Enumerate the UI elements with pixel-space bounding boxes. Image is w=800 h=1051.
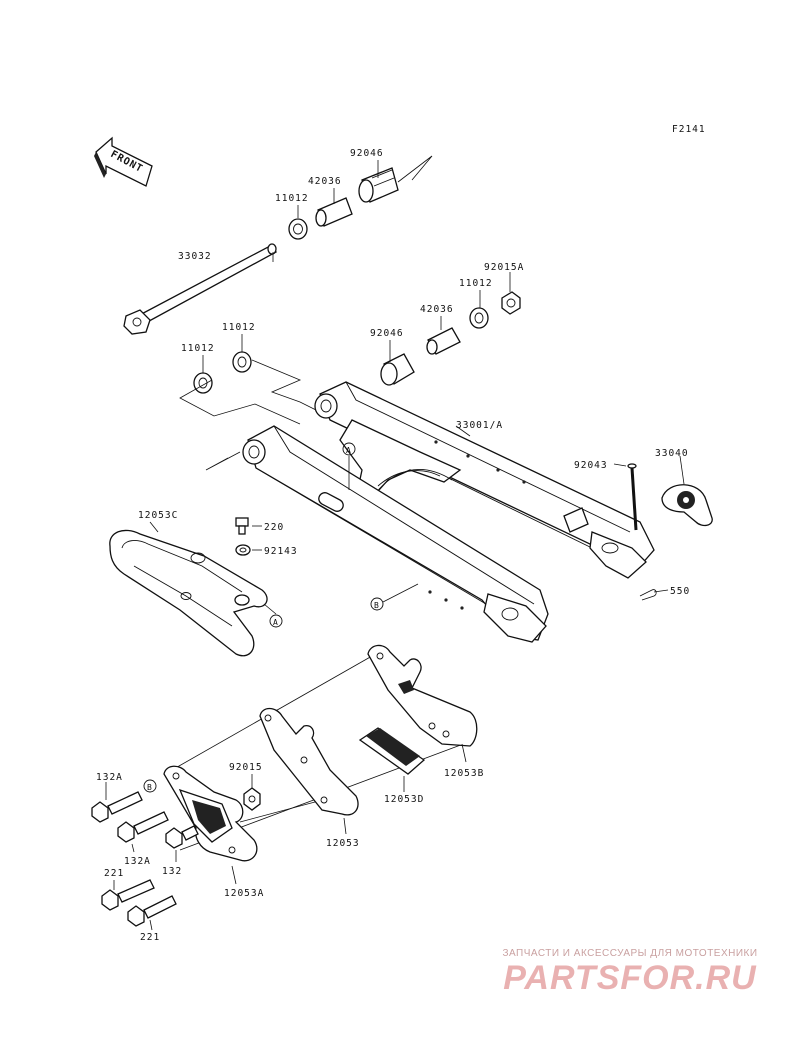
left-seals [193, 351, 252, 394]
chain-guide-12053A [163, 765, 258, 862]
label-92143: 92143 [264, 546, 298, 557]
label-33040: 33040 [655, 448, 689, 459]
marker-a-lower: A [269, 614, 283, 628]
bolt-220 [235, 517, 249, 535]
bolt-221-b [127, 895, 177, 927]
figure-code: F2141 [672, 124, 706, 135]
label-221-a: 221 [104, 868, 124, 879]
chain-slipper-12053C [109, 529, 268, 657]
watermark-logo: PARTSFOR.RU [503, 959, 757, 997]
label-11012-top: 11012 [275, 193, 309, 204]
chain-guide-12053 [259, 707, 359, 816]
label-92046-top: 92046 [350, 148, 384, 159]
label-92015A: 92015A [484, 262, 524, 273]
label-92015: 92015 [229, 762, 263, 773]
cotter-pin-550 [639, 589, 657, 601]
collar-92143 [235, 544, 251, 556]
label-132A-a: 132A [96, 772, 123, 783]
svg-text:A: A [346, 446, 351, 455]
chain-adjuster-33040 [661, 484, 713, 527]
label-42036-right: 42036 [420, 304, 454, 315]
svg-text:B: B [374, 601, 379, 610]
chain-guide-plate-12053B [367, 644, 478, 747]
label-132A-b: 132A [124, 856, 151, 867]
pivot-shaft [123, 243, 278, 335]
label-33001A: 33001/A [456, 420, 503, 431]
nut-92015 [243, 787, 261, 811]
label-92043: 92043 [574, 460, 608, 471]
label-12053C: 12053C [138, 510, 178, 521]
bolt-132A-b [117, 811, 169, 843]
marker-b-upper: B [370, 597, 384, 611]
label-12053: 12053 [326, 838, 360, 849]
watermark-tagline: ЗАПЧАСТИ И АКСЕССУАРЫ ДЛЯ МОТОТЕХНИКИ [502, 948, 758, 959]
watermark: ЗАПЧАСТИ И АКСЕССУАРЫ ДЛЯ МОТОТЕХНИКИ PA… [470, 948, 790, 997]
marker-a-upper: A [342, 442, 356, 456]
label-550: 550 [670, 586, 690, 597]
label-12053D: 12053D [384, 794, 424, 805]
label-11012-right: 11012 [459, 278, 493, 289]
svg-text:B: B [147, 783, 152, 792]
label-92046-right: 92046 [370, 328, 404, 339]
label-220: 220 [264, 522, 284, 533]
label-221-b: 221 [140, 932, 160, 943]
label-11012-left-a: 11012 [222, 322, 256, 333]
bolt-221-a [101, 879, 155, 911]
bolt-132 [165, 825, 199, 849]
label-132: 132 [162, 866, 182, 877]
label-12053A: 12053A [224, 888, 264, 899]
svg-text:A: A [273, 618, 278, 627]
chain-guide-block-12053D [358, 727, 426, 775]
pin-92043 [627, 463, 638, 531]
marker-b-lower: B [143, 779, 157, 793]
bolt-132A-a [91, 791, 143, 823]
label-33032: 33032 [178, 251, 212, 262]
top-bearing-set [288, 167, 399, 240]
right-bearing-set [380, 291, 521, 386]
label-11012-left-b: 11012 [181, 343, 215, 354]
swingarm [242, 381, 655, 643]
label-42036-top: 42036 [308, 176, 342, 187]
label-12053B: 12053B [444, 768, 484, 779]
front-arrow-icon: FRONT [94, 136, 153, 187]
